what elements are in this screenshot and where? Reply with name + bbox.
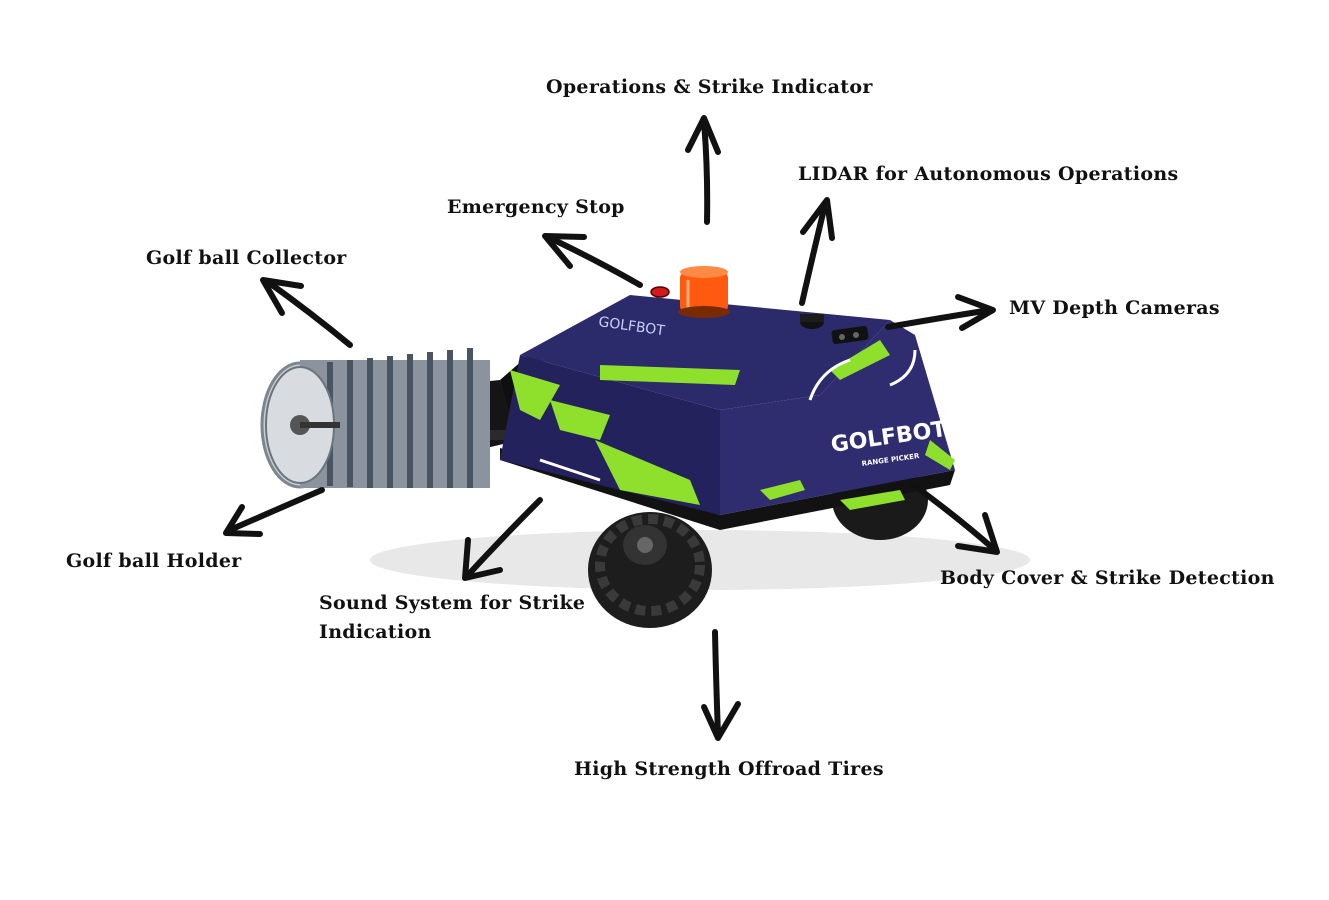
label-sound-system: Sound System for Strike Indication [319,592,586,643]
lidar-sensor [800,314,824,329]
label-body-cover-strike-detection: Body Cover & Strike Detection [940,567,1275,589]
label-golf-ball-collector: Golf ball Collector [146,247,347,269]
body-graphics [510,340,955,510]
golf-ball-collector-roller [260,348,490,489]
body-top-face [520,295,890,410]
body-side-face [720,320,955,515]
arrow-operations-indicator [701,119,711,225]
arrow-emergency-stop [547,235,643,288]
chassis-base [500,448,955,530]
arrow-golf-ball-holder [227,487,325,533]
label-mv-depth-cameras: MV Depth Cameras [1009,297,1220,319]
arrow-offroad-tires [712,629,721,738]
arrow-sound-system [465,497,543,578]
body-white-graphics [539,349,917,482]
emergency-stop-button [650,286,670,298]
arrow-body-cover [909,481,998,553]
operations-beacon-light [678,266,730,318]
label-golf-ball-holder: Golf ball Holder [66,550,242,572]
label-offroad-tires: High Strength Offroad Tires [574,758,884,780]
offroad-tire [588,512,712,628]
arrow-golf-ball-collector [265,279,353,348]
label-operations-strike-indicator: Operations & Strike Indicator [546,76,873,98]
depth-camera [831,325,869,345]
label-emergency-stop: Emergency Stop [447,196,625,218]
label-lidar: LIDAR for Autonomous Operations [798,163,1179,185]
callout-arrows [223,115,1000,741]
arrow-mv-depth-cameras [885,307,993,330]
arrow-lidar [799,202,828,306]
